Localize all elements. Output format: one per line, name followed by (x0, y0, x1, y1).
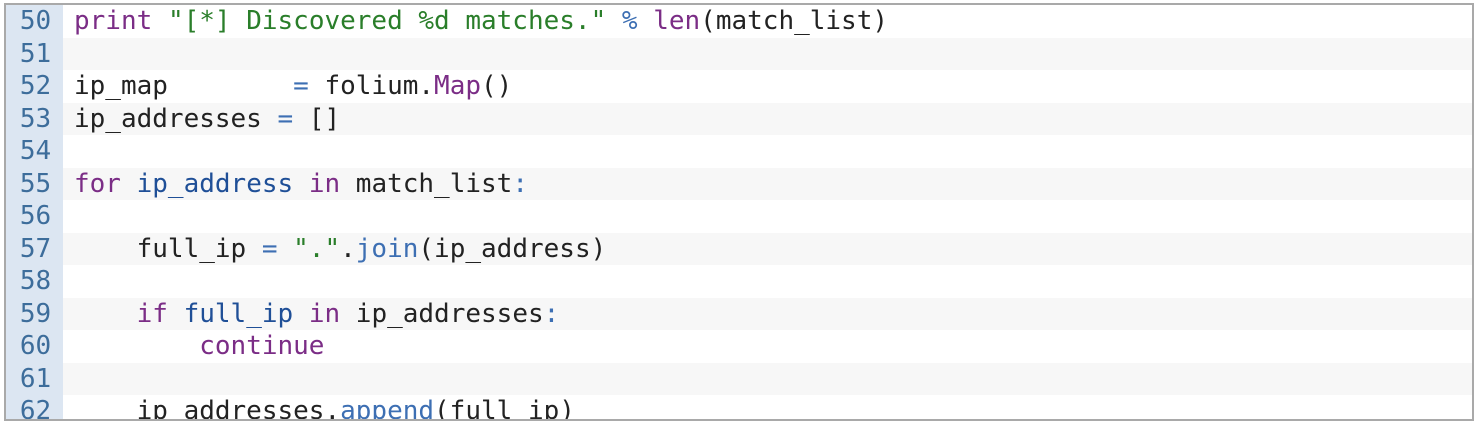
code-token: : (512, 168, 528, 199)
code-text: for ip_address in match_list: (63, 169, 528, 199)
code-text: if full_ip in ip_addresses: (63, 298, 560, 329)
code-token: Map (434, 71, 482, 102)
code-token (168, 299, 184, 329)
code-token: ip_map (74, 71, 168, 102)
line-number: 53 (6, 102, 63, 135)
code-text: ip_addresses.append(full_ip) (63, 396, 575, 421)
code-token (278, 234, 294, 264)
code-token (606, 6, 622, 36)
line-number: 59 (6, 297, 63, 330)
code-token: % (621, 6, 638, 37)
code-text: continue (63, 331, 324, 361)
code-token: folium. (308, 71, 435, 102)
code-token (152, 6, 168, 36)
code-token: () (481, 71, 513, 102)
code-token: for (74, 168, 121, 199)
line-number: 57 (6, 232, 63, 265)
code-token: = (293, 71, 309, 102)
code-token: [] (293, 103, 341, 134)
code-text: ip_addresses = [] (63, 104, 340, 134)
code-line: 54 (6, 135, 1472, 168)
code-token: in (308, 168, 341, 199)
code-token: append (340, 396, 435, 421)
code-token (168, 71, 293, 101)
code-token: (full_ip) (434, 396, 575, 421)
code-token: full_ip (74, 233, 247, 264)
line-number: 52 (6, 70, 63, 103)
code-token: full_ip (183, 298, 294, 329)
code-token: . (340, 233, 356, 264)
code-line: 60 continue (6, 330, 1472, 363)
code-text: ip_map = folium.Map() (63, 71, 512, 101)
code-line: 58 (6, 265, 1472, 298)
line-number: 58 (6, 265, 63, 298)
line-number: 56 (6, 200, 63, 233)
code-token (121, 169, 137, 199)
code-text: print "[*] Discovered %d matches." % len… (63, 6, 888, 36)
code-token: continue (199, 331, 325, 362)
code-token: join (355, 233, 419, 264)
code-token (293, 169, 309, 199)
line-number: 62 (6, 395, 63, 419)
code-token: "[*] Discovered %d matches." (167, 6, 607, 37)
line-number: 61 (6, 362, 63, 395)
code-token: ip_addresses (74, 103, 262, 134)
code-text: full_ip = ".".join(ip_address) (63, 233, 607, 264)
code-line: 62 ip_addresses.append(full_ip) (6, 395, 1472, 421)
code-token: ip_addresses. (74, 396, 341, 421)
code-line: 51 (6, 37, 1472, 70)
code-line: 57 full_ip = ".".join(ip_address) (6, 232, 1472, 265)
code-line: 56 (6, 200, 1472, 233)
code-token (638, 6, 654, 36)
code-token: match_list (340, 168, 513, 199)
code-token: = (261, 233, 278, 264)
code-token (246, 234, 262, 264)
code-token: (match_list) (700, 6, 889, 37)
line-number: 51 (6, 37, 63, 70)
code-token: ip_addresses (340, 298, 544, 329)
code-token: : (543, 298, 560, 329)
code-token (74, 331, 199, 361)
line-number: 50 (6, 5, 63, 38)
code-token (74, 299, 137, 329)
code-token: "." (293, 233, 341, 264)
code-line: 59 if full_ip in ip_addresses: (6, 297, 1472, 330)
code-token: in (308, 298, 341, 329)
code-token: = (277, 103, 294, 134)
code-token: len (653, 6, 701, 37)
code-token: if (136, 298, 168, 329)
line-number: 60 (6, 330, 63, 363)
code-line: 61 (6, 362, 1472, 395)
line-number: 55 (6, 167, 63, 200)
code-token: ip_address (136, 168, 294, 199)
code-token (262, 104, 278, 134)
code-token (293, 299, 309, 329)
code-token: print (74, 6, 153, 37)
code-token: (ip_address) (418, 233, 607, 264)
line-number: 54 (6, 135, 63, 168)
